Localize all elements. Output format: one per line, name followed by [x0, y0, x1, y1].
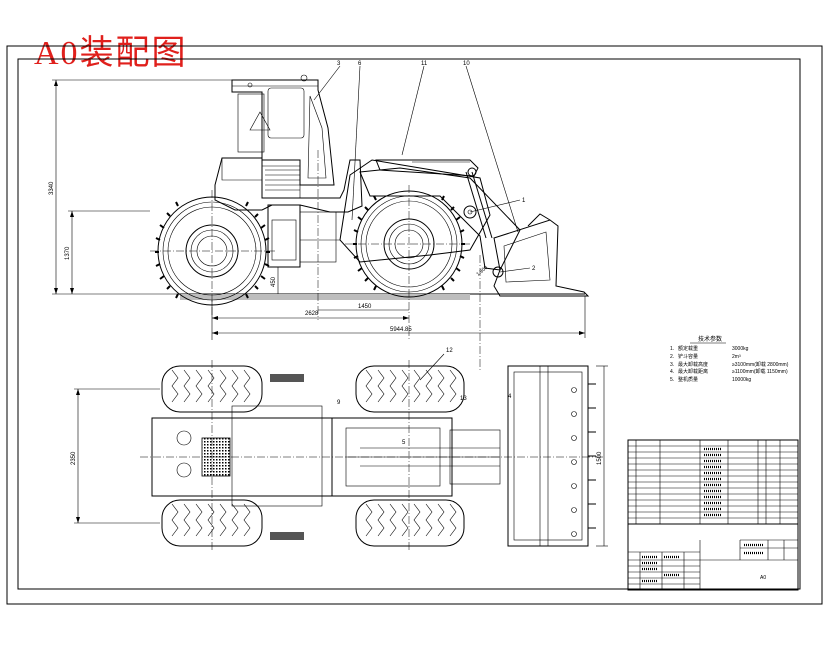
svg-text:3000kg: 3000kg: [732, 346, 749, 352]
balloon-3: 3: [337, 61, 341, 67]
title-block: A0: [627, 523, 799, 591]
dim-ground: 450: [271, 267, 279, 294]
parts-list-table: [627, 439, 799, 525]
dim-height: 3340: [49, 79, 232, 295]
svg-text:3340: 3340: [49, 181, 55, 195]
balloon-12: 12: [446, 348, 453, 354]
balloon-1: 1: [522, 198, 526, 204]
svg-text:≥3100mm(卸载 2800mm): ≥3100mm(卸载 2800mm): [732, 361, 789, 368]
spec-row: 5. 整机质量 10000kg: [670, 376, 751, 383]
svg-text:5.: 5.: [670, 377, 674, 383]
balloon-leaders: [313, 65, 531, 273]
svg-text:2.: 2.: [670, 354, 674, 360]
svg-text:2350: 2350: [71, 451, 77, 465]
tyre-treads: [155, 195, 465, 299]
balloon-2: 2: [532, 266, 536, 272]
spec-row: 1. 额定载重 3000kg: [670, 345, 749, 352]
inner-border: [17, 58, 801, 590]
spec-row: 3. 最大卸载高度 ≥3100mm(卸载 2800mm): [670, 361, 789, 368]
svg-text:1.900: 1.900: [475, 265, 489, 278]
dim-track: 2350: [71, 388, 160, 524]
tech-specs-block: 技术参数 1. 额定载重 3000kg 2. 铲斗容量 2m³ 3. 最大卸载高…: [670, 335, 789, 383]
dim-horizontal: 2628 1450 5944.85 1.900: [211, 265, 586, 340]
balloon-11: 11: [421, 61, 428, 67]
svg-text:2m³: 2m³: [732, 354, 741, 360]
front-tyre-left: [355, 365, 465, 413]
spec-row: 2. 铲斗容量 2m³: [670, 353, 741, 360]
svg-text:铲斗容量: 铲斗容量: [678, 353, 698, 360]
balloon-9: 9: [337, 400, 341, 406]
balloon-13: 13: [460, 396, 467, 402]
ground-hatch: [180, 294, 470, 300]
boom-arm: [359, 167, 521, 271]
svg-text:≥1100mm(卸载 1150mm): ≥1100mm(卸载 1150mm): [732, 368, 788, 375]
svg-text:1500: 1500: [597, 451, 603, 465]
svg-text:最大卸载高度: 最大卸载高度: [678, 361, 708, 368]
svg-text:5944.85: 5944.85: [390, 327, 412, 333]
rear-body: [214, 157, 363, 213]
balloon-4: 4: [508, 394, 512, 400]
svg-text:1370: 1370: [65, 246, 71, 260]
specs-heading: 技术参数: [698, 335, 722, 343]
svg-text:额定载重: 额定载重: [678, 345, 698, 352]
balloon-6: 6: [358, 61, 362, 67]
svg-text:整机质量: 整机质量: [678, 376, 698, 383]
loader-bucket: [493, 219, 590, 297]
svg-text:最大卸载距离: 最大卸载距离: [678, 368, 708, 375]
svg-text:2628: 2628: [305, 311, 319, 317]
spec-row: 4. 最大卸载距离 ≥1100mm(卸载 1150mm): [670, 368, 788, 375]
dim-front: 1370: [65, 210, 150, 294]
svg-text:1.: 1.: [670, 346, 674, 352]
drawing-code: A0: [760, 575, 766, 581]
top-view: 2350 1500 12 4 5 9 13: [71, 348, 608, 552]
dim-bucket-width: 1500: [596, 365, 608, 547]
svg-text:10000kg: 10000kg: [732, 377, 751, 383]
bucket-top: [507, 365, 596, 547]
articulation-hinge: [267, 204, 301, 268]
svg-text:4.: 4.: [670, 369, 674, 375]
outer-border: [6, 45, 823, 605]
balloon-10: 10: [463, 61, 470, 67]
svg-text:3.: 3.: [670, 362, 674, 368]
operator-cab: [231, 74, 335, 186]
balloon-5: 5: [402, 440, 406, 446]
svg-text:1450: 1450: [358, 304, 372, 310]
side-view: 3340 1370 450 2628 1450 5944.85 1.900: [49, 61, 590, 370]
front-frame: [339, 159, 491, 263]
drawing-title-stamp: A0装配图: [34, 35, 188, 72]
front-tyre-right: [355, 499, 465, 547]
svg-text:450: 450: [271, 276, 277, 287]
